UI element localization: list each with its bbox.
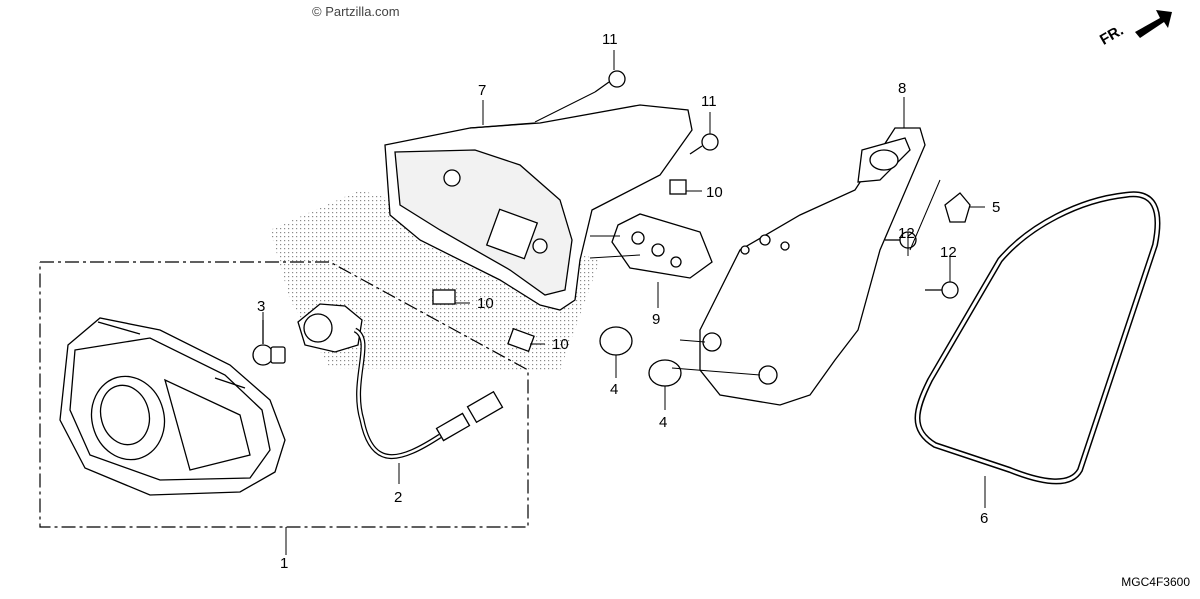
mounting-bracket (699, 127, 926, 406)
clips-and-screws (432, 70, 971, 387)
callout-9: 9 (652, 311, 661, 328)
callout-8: 8 (898, 80, 907, 97)
assembly-bracket (39, 261, 529, 528)
callout-12b: 12 (940, 244, 957, 261)
callout-6: 6 (980, 510, 989, 527)
fr-arrow-icon (1135, 10, 1172, 38)
copyright-text: © Partzilla.com (312, 4, 400, 19)
leader-lines (262, 50, 986, 555)
callout-4b: 4 (659, 414, 668, 431)
callout-2: 2 (394, 489, 403, 506)
callout-11b: 11 (701, 93, 717, 110)
lens-plate (611, 213, 713, 279)
callout-5: 5 (992, 199, 1001, 216)
callout-4a: 4 (610, 381, 619, 398)
rear-cowl (384, 104, 693, 311)
callout-7: 7 (478, 82, 487, 99)
tail-light-housing (59, 317, 286, 496)
callout-12a: 12 (898, 225, 915, 242)
diagram-code: MGC4F3600 (1121, 575, 1190, 589)
callout-10a: 10 (477, 295, 494, 312)
callout-1: 1 (280, 555, 289, 572)
callout-11a: 11 (602, 31, 618, 48)
socket-harness (297, 303, 504, 459)
callout-10c: 10 (706, 184, 723, 201)
callout-3: 3 (257, 298, 266, 315)
bulb (252, 320, 286, 366)
callout-10b: 10 (552, 336, 569, 353)
